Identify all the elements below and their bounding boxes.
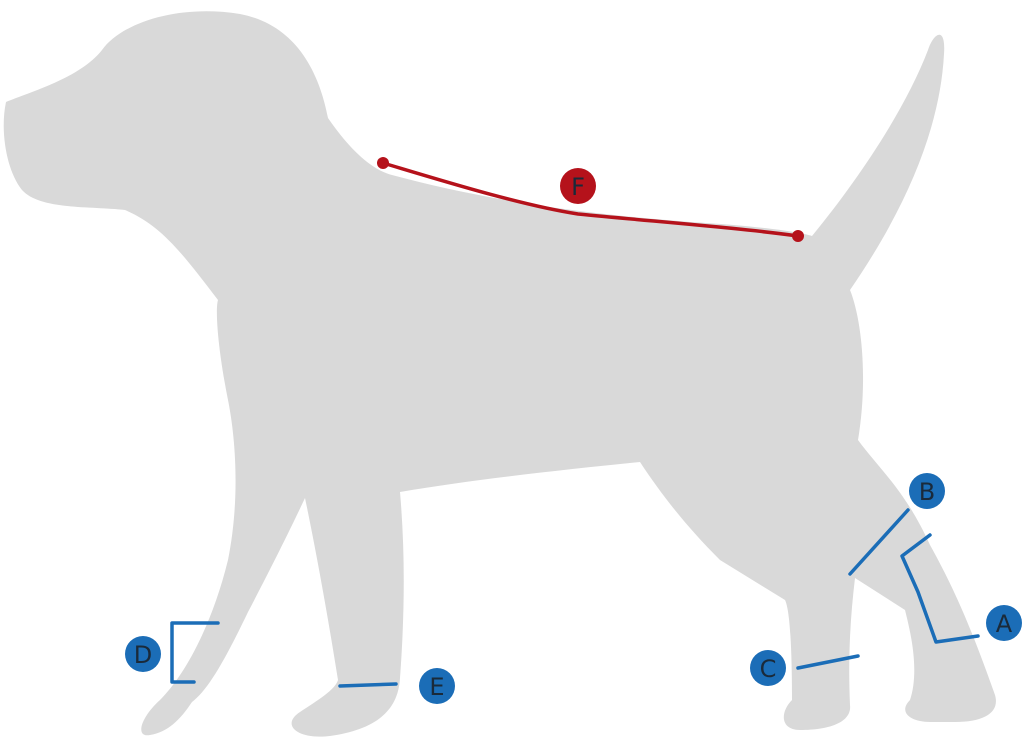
measure-line-f-start-dot: [377, 157, 389, 169]
marker-e: E: [419, 668, 455, 704]
blue-measurement-lines: [170, 508, 980, 688]
dog-silhouette: [3, 11, 996, 737]
marker-c-badge: [750, 650, 786, 686]
marker-b-label: B: [919, 478, 935, 506]
measure-line-b: [848, 508, 910, 576]
marker-e-badge: [419, 668, 455, 704]
measure-line-f-end-dot: [792, 230, 804, 242]
dog-body: [3, 11, 996, 737]
marker-f: F: [560, 168, 596, 204]
marker-f-badge: [560, 168, 596, 204]
measure-line-d: [170, 621, 220, 684]
marker-a-label: A: [996, 610, 1013, 638]
marker-d-label: D: [134, 641, 152, 669]
marker-b: B: [909, 473, 945, 509]
measure-line-c: [796, 654, 860, 670]
marker-d: D: [125, 636, 161, 672]
measure-line-f: [381, 161, 800, 238]
marker-c: C: [750, 650, 786, 686]
marker-f-label: F: [571, 173, 585, 201]
marker-c-label: C: [760, 655, 777, 683]
red-measurement-line: [377, 157, 804, 242]
marker-e-label: E: [429, 673, 444, 701]
marker-b-badge: [909, 473, 945, 509]
measure-line-e: [338, 682, 398, 688]
marker-a: A: [986, 605, 1022, 641]
marker-a-badge: [986, 605, 1022, 641]
marker-d-badge: [125, 636, 161, 672]
measure-line-a: [900, 533, 980, 644]
